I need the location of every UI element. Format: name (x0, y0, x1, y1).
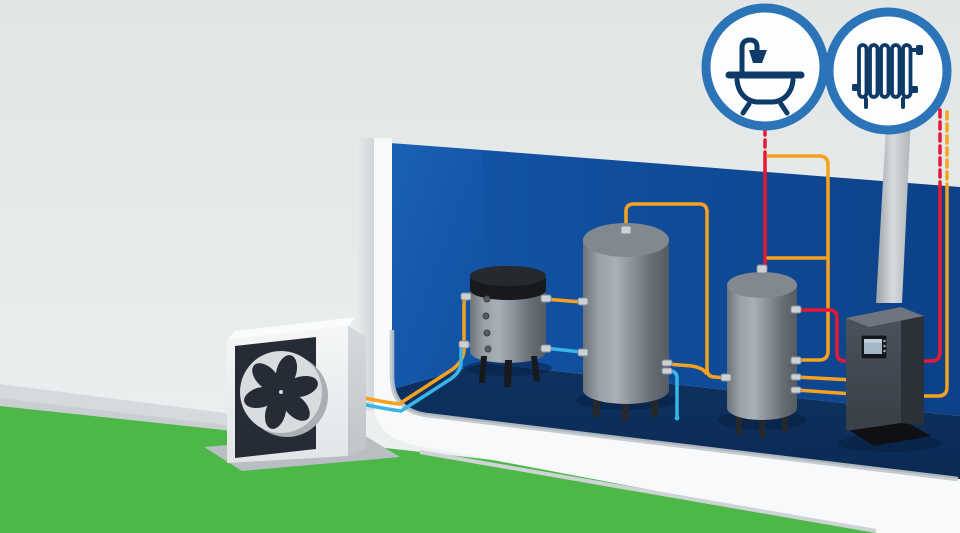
curb-edge (0, 398, 233, 432)
pipe-cylinder-boiler-orange-1 (794, 375, 855, 382)
boiler-display (860, 334, 888, 360)
pipe-radiator-red (918, 184, 942, 363)
boiler-top (846, 307, 924, 327)
dhw-cylinder: Hot water cylinder (727, 272, 797, 438)
storage-tank-legs (593, 393, 658, 421)
basement-left-wall (390, 143, 483, 390)
pipe-cylinder-boiler-red (794, 308, 855, 363)
buffer-tank: Small buffer tank (470, 266, 546, 387)
buffer-tank-rivets (482, 295, 492, 353)
heat-pump-top (227, 317, 356, 340)
heat-pump-side (348, 326, 366, 456)
radiator-icon: space heating (824, 7, 952, 135)
pipe-storage-top-loop (624, 202, 728, 380)
fan-blades-icon (244, 355, 318, 429)
pipe-cylinder-boiler-orange-2 (794, 388, 855, 396)
boiler: Indoor heating unit with control display (846, 307, 931, 446)
storage-tank: Large thermal storage tank (583, 223, 669, 421)
fan (240, 351, 328, 437)
pipe-storage-right-spur (665, 362, 708, 375)
heat-pump-unit: Outdoor air-source heat pump unit with f… (204, 317, 400, 471)
bath-shower-icon: domestic hot water (701, 3, 829, 131)
basement-floor (390, 363, 960, 485)
drain-cap (674, 415, 680, 421)
boiler-side (901, 307, 924, 426)
buffer-tank-legs (479, 356, 540, 387)
pipe-port-stubs (458, 225, 802, 394)
grass: Lawn (0, 406, 878, 533)
pipe-radiator-orange (919, 186, 949, 398)
dhw-cylinder-legs (736, 410, 788, 438)
